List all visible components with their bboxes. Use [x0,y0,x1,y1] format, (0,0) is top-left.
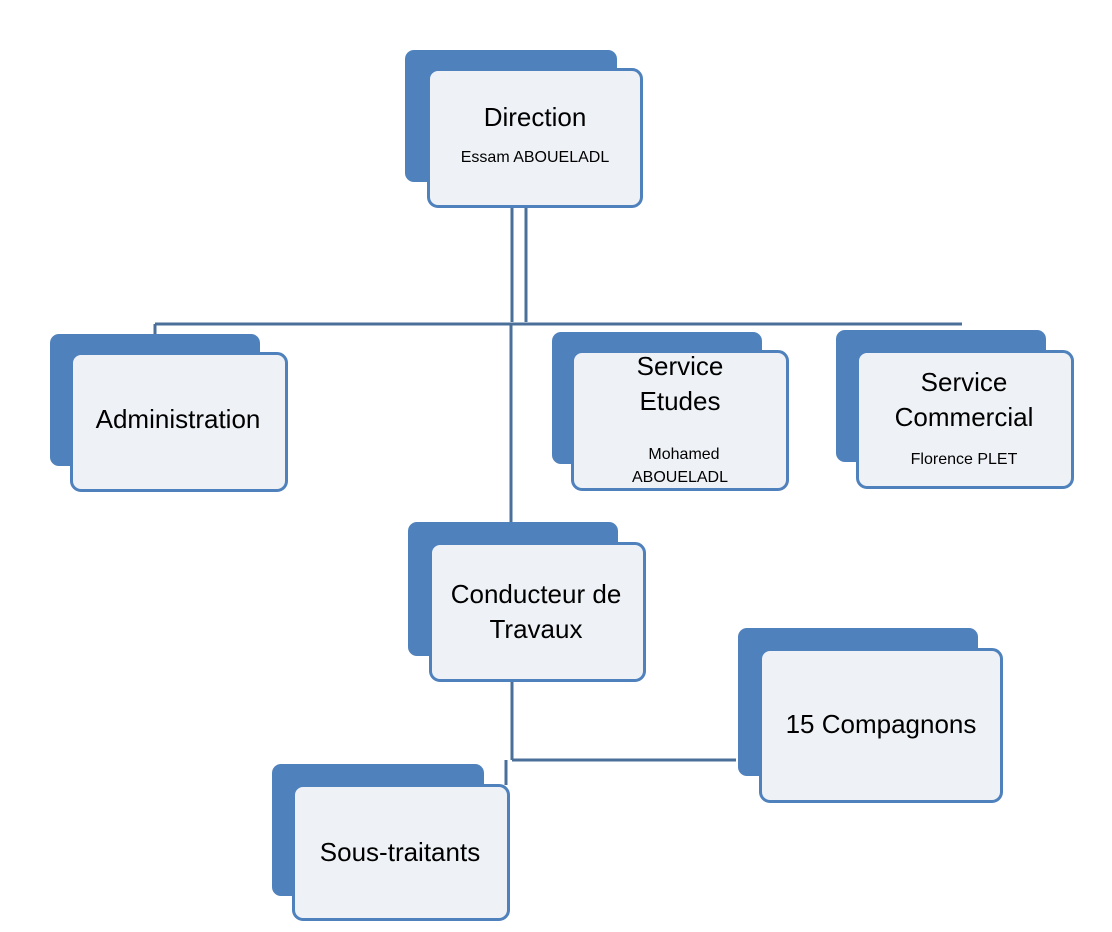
service-etudes-title-line1: Service [636,351,724,381]
service-commercial-title-line1: Service [920,367,1008,397]
node-service-commercial: Service Commercial Florence PLET [836,330,1076,492]
node-administration: Administration [50,334,290,494]
service-commercial-title-line2: Commercial [894,402,1034,432]
node-face [70,352,288,492]
administration-title: Administration [95,404,261,434]
node-conducteur-de-travaux: Conducteur de Travaux [408,522,648,684]
node-direction: Direction Essam ABOUELADL [405,50,645,210]
conducteur-title-line1: Conducteur de [450,579,622,609]
node-face [571,350,789,491]
node-face [427,68,643,208]
service-etudes-title-line2: Etudes [639,386,721,416]
compagnons-title: 15 Compagnons [785,709,977,739]
direction-title: Direction [483,102,587,132]
node-service-etudes: Service Etudes Mohamed ABOUELADL [552,332,792,494]
direction-subtitle: Essam ABOUELADL [460,149,610,166]
node-face [292,784,510,921]
node-15-compagnons: 15 Compagnons [738,628,1006,806]
service-commercial-subtitle: Florence PLET [910,451,1018,468]
node-sous-traitants: Sous-traitants [272,764,512,924]
node-face [759,648,1003,803]
conducteur-title-line2: Travaux [489,614,583,644]
service-etudes-subtitle-line2: ABOUELADL [631,469,729,486]
node-face [856,350,1074,489]
sous-traitants-title: Sous-traitants [319,837,481,867]
node-face [429,542,646,682]
service-etudes-subtitle-line1: Mohamed [648,446,720,463]
